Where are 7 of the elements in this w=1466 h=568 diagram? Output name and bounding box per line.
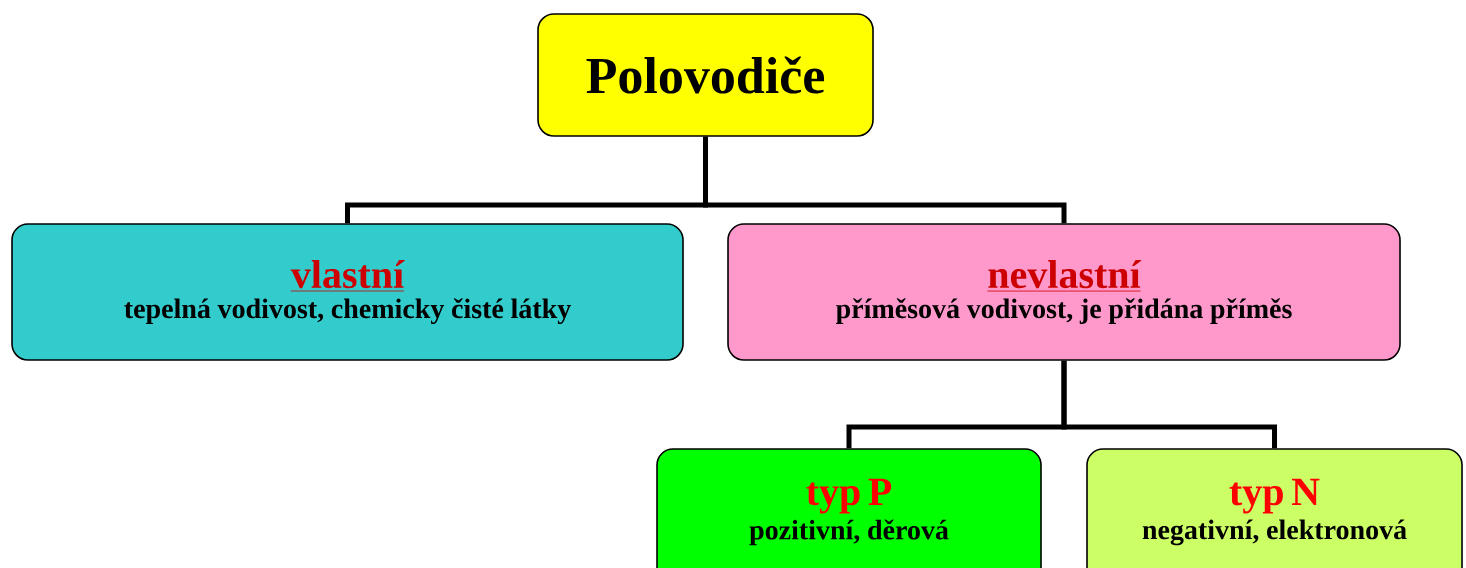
category-box: Polovodiče xyxy=(537,13,874,137)
connector-line xyxy=(1061,360,1277,449)
connector-line xyxy=(703,136,1067,224)
category-box: typ N negativní, elektronová xyxy=(1086,448,1463,568)
category-box: typ P pozitivní, děrová xyxy=(656,448,1042,568)
category-box: vlastní tepelná vodivost, chemicky čisté látky xyxy=(11,223,684,361)
category-box: nevlastní příměsová vodivost, je přidána příměs xyxy=(727,223,1401,361)
